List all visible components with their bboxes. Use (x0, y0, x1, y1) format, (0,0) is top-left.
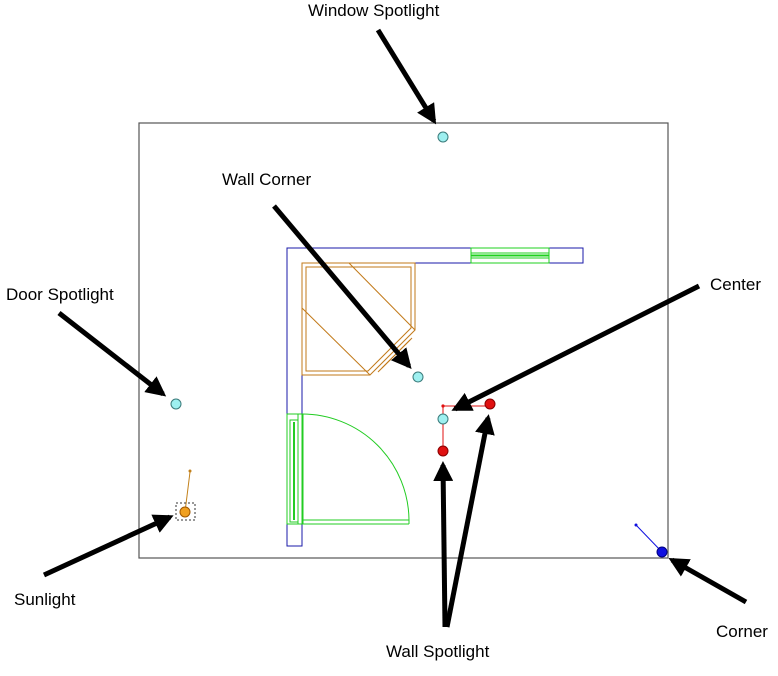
wall-spotlight-marker-1[interactable] (484, 398, 496, 410)
corner-label: Corner (716, 622, 768, 641)
wall-spotlight-marker-2[interactable] (437, 445, 449, 457)
door-spotlight-marker[interactable] (170, 398, 182, 410)
window-spotlight-marker[interactable] (437, 131, 449, 143)
sunlight-label: Sunlight (14, 590, 76, 609)
center-label: Center (710, 275, 761, 294)
door-spotlight-label: Door Spotlight (6, 285, 114, 304)
wall-spotlight-label: Wall Spotlight (386, 642, 490, 661)
wall-corner-marker[interactable] (412, 371, 424, 383)
wall-corner-label: Wall Corner (222, 170, 311, 189)
window (470, 247, 550, 264)
callout-arrows (42, 28, 748, 628)
center-marker[interactable] (437, 413, 449, 425)
sunlight-marker[interactable] (175, 469, 196, 521)
window-spotlight-label: Window Spotlight (308, 1, 440, 20)
door (286, 413, 410, 525)
corner-marker[interactable] (634, 523, 668, 558)
corner-cabinet (301, 262, 416, 376)
room-outline (138, 122, 669, 559)
center-group (437, 398, 496, 457)
interior-walls (286, 247, 584, 547)
